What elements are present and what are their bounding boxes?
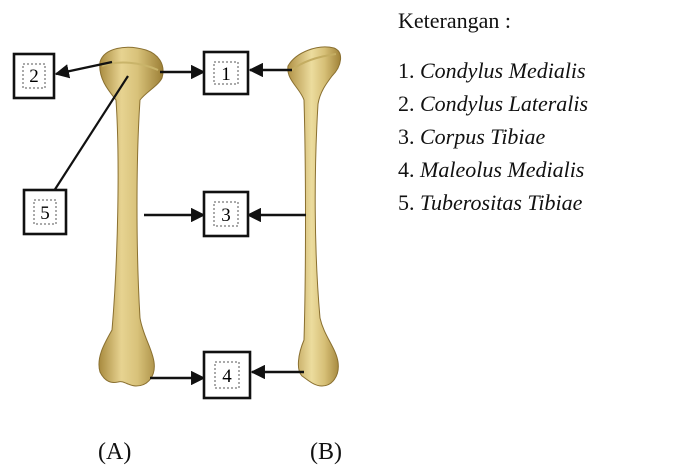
- legend-item-term: Tuberositas Tibiae: [420, 190, 582, 215]
- label-box-5: 5: [24, 190, 66, 234]
- caption-b: (B): [310, 438, 342, 466]
- legend-title: Keterangan :: [398, 6, 676, 36]
- legend-item: 5. Tuberositas Tibiae: [398, 186, 676, 219]
- label-box-3: 3: [204, 192, 248, 236]
- caption-a: (A): [98, 438, 131, 466]
- legend-item-term: Corpus Tibiae: [420, 124, 545, 149]
- label-box-1-number: 1: [221, 64, 231, 85]
- legend-item-number: 1.: [398, 58, 415, 83]
- legend: Keterangan : 1. Condylus Medialis 2. Con…: [398, 6, 676, 219]
- legend-item-term: Maleolus Medialis: [420, 157, 584, 182]
- line-box-5: [52, 76, 128, 194]
- legend-list: 1. Condylus Medialis 2. Condylus Lateral…: [398, 54, 676, 219]
- label-box-4-number: 4: [222, 366, 232, 387]
- legend-item-number: 5.: [398, 190, 415, 215]
- label-box-1: 1: [204, 52, 248, 94]
- label-box-3-number: 3: [221, 205, 231, 226]
- legend-item: 2. Condylus Lateralis: [398, 87, 676, 120]
- label-box-4: 4: [204, 352, 250, 398]
- legend-item-number: 3.: [398, 124, 415, 149]
- label-box-2: 2: [14, 54, 54, 98]
- tibia-bone-a: [99, 47, 163, 386]
- tibia-bone-b: [288, 47, 341, 386]
- legend-item-number: 2.: [398, 91, 415, 116]
- label-box-5-number: 5: [40, 203, 50, 224]
- label-box-2-number: 2: [29, 66, 39, 87]
- legend-item-term: Condylus Lateralis: [420, 91, 588, 116]
- tibia-diagram: 1 2 3 4 5: [0, 0, 398, 472]
- legend-item: 1. Condylus Medialis: [398, 54, 676, 87]
- legend-item-term: Condylus Medialis: [420, 58, 586, 83]
- legend-item: 4. Maleolus Medialis: [398, 153, 676, 186]
- legend-item-number: 4.: [398, 157, 415, 182]
- legend-item: 3. Corpus Tibiae: [398, 120, 676, 153]
